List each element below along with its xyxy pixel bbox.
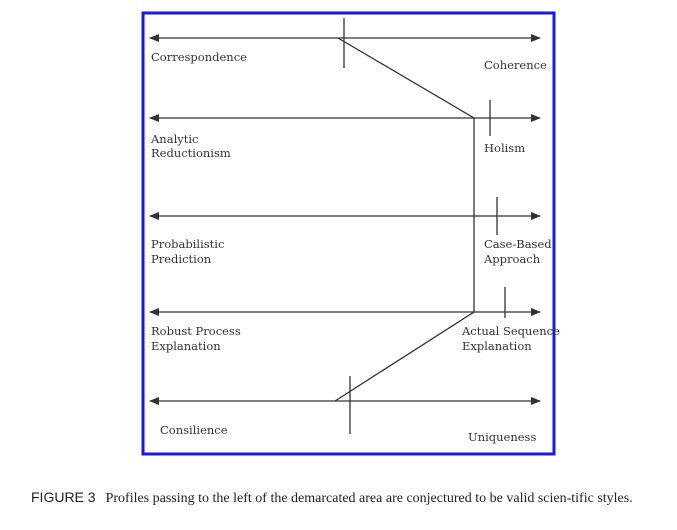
profile-diagram: Correspondence Coherence Analytic Reduct… [141, 11, 564, 456]
scale-right-label: Case-Based Approach [483, 237, 555, 266]
scale-left-label: Analytic Reductionism [150, 132, 231, 160]
caption-text: Profiles passing to the left of the dema… [105, 491, 633, 506]
diagram-frame [141, 11, 556, 456]
scale-right-label: Uniqueness [468, 430, 536, 444]
scale-right-label: Coherence [484, 58, 547, 72]
scale-left-label: Robust Process Explanation [151, 324, 244, 353]
figure-label: FIGURE 3 [31, 489, 96, 505]
scale-left-label: Probabilistic Prediction [151, 237, 228, 266]
scale-right-label: Holism [484, 141, 525, 155]
demarcation-profile-line [334, 37, 475, 402]
scale-right-label: Actual Sequence Explanation [461, 324, 564, 353]
scale-left-label: Consilience [160, 423, 228, 437]
figure-caption: FIGURE 3 Profiles passing to the left of … [31, 487, 671, 509]
scale-left-label: Correspondence [151, 50, 247, 64]
